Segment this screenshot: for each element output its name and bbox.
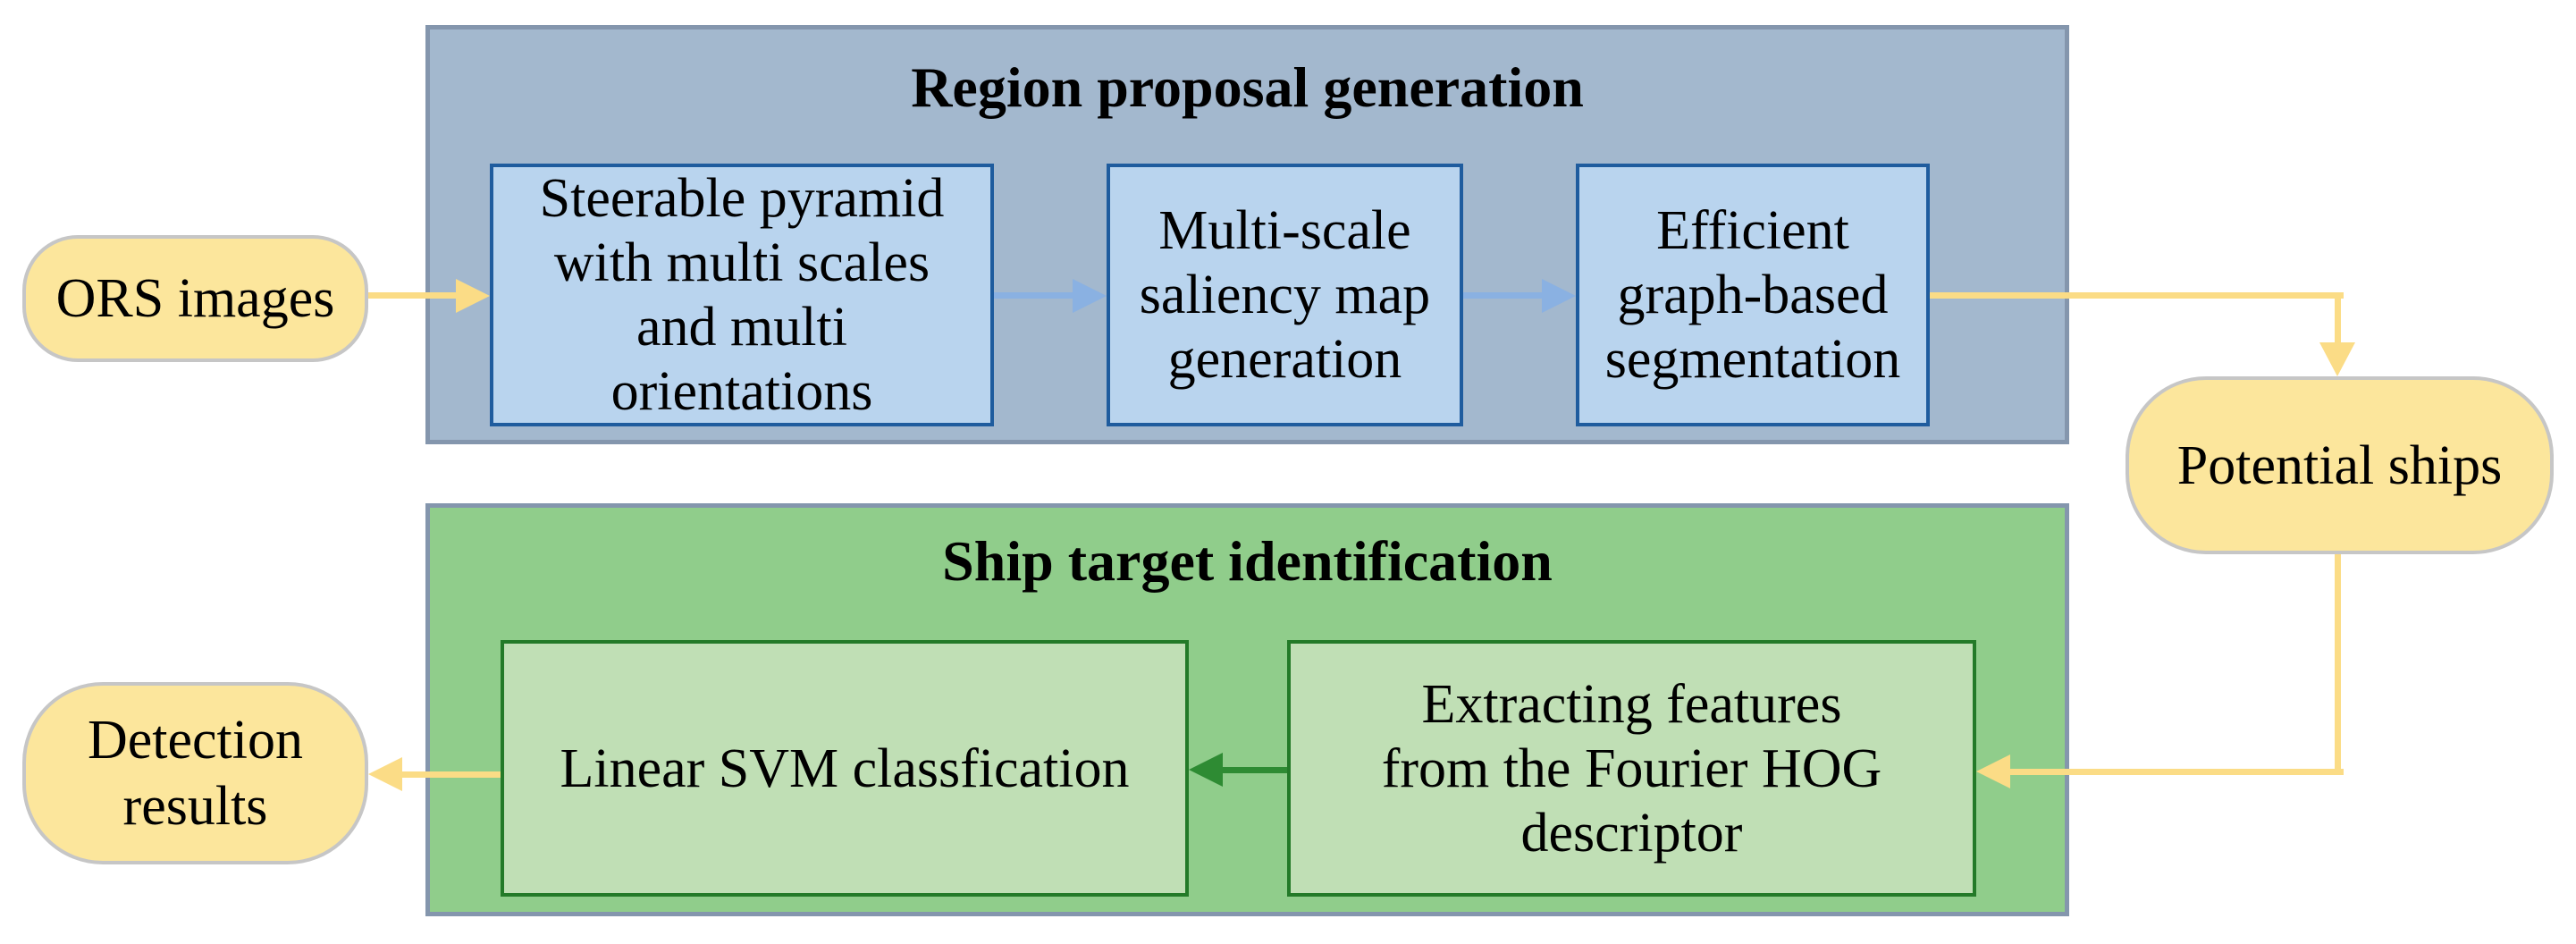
step-saliency-map: Multi-scale saliency map generation xyxy=(1107,164,1463,426)
ship-identification-title: Ship target identification xyxy=(942,529,1553,593)
arrow-head-left-icon xyxy=(1976,754,2010,788)
arrow-shaft xyxy=(1221,767,1287,773)
arrow-head-left-icon xyxy=(1189,753,1223,787)
step-fourier-hog: Extracting features from the Fourier HOG… xyxy=(1287,640,1976,897)
terminal-ors-images: ORS images xyxy=(22,235,368,362)
arrow-shaft xyxy=(1930,292,2344,299)
arrow-shaft xyxy=(400,771,501,778)
step-saliency-map-label: Multi-scale saliency map generation xyxy=(1139,200,1431,390)
step-graph-segmentation: Efficient graph-based segmentation xyxy=(1576,164,1930,426)
arrow-head-right-icon xyxy=(1542,279,1576,313)
terminal-potential-ships: Potential ships xyxy=(2126,376,2554,554)
arrow-head-left-icon xyxy=(368,757,402,791)
arrow-shaft xyxy=(994,292,1076,299)
terminal-potential-ships-label: Potential ships xyxy=(2176,434,2503,496)
arrow-head-down-icon xyxy=(2319,342,2355,376)
arrow-head-right-icon xyxy=(456,279,490,313)
arrow-shaft xyxy=(368,292,459,299)
arrow-shaft xyxy=(2009,769,2344,775)
step-svm-classification-label: Linear SVM classfication xyxy=(560,738,1130,799)
terminal-ors-images-label: ORS images xyxy=(55,268,335,329)
terminal-detection-results: Detection results xyxy=(22,682,368,864)
region-proposal-title: Region proposal generation xyxy=(911,55,1584,119)
arrow-shaft xyxy=(2335,292,2341,344)
terminal-detection-results-label: Detection results xyxy=(87,710,303,837)
arrow-shaft xyxy=(1463,292,1545,299)
step-steerable-pyramid: Steerable pyramid with multi scales and … xyxy=(490,164,994,426)
arrow-shaft xyxy=(2335,554,2341,775)
step-svm-classification: Linear SVM classfication xyxy=(501,640,1189,897)
step-graph-segmentation-label: Efficient graph-based segmentation xyxy=(1604,200,1901,390)
step-steerable-pyramid-label: Steerable pyramid with multi scales and … xyxy=(539,168,945,422)
arrow-head-right-icon xyxy=(1073,279,1107,313)
step-fourier-hog-label: Extracting features from the Fourier HOG… xyxy=(1381,673,1882,864)
